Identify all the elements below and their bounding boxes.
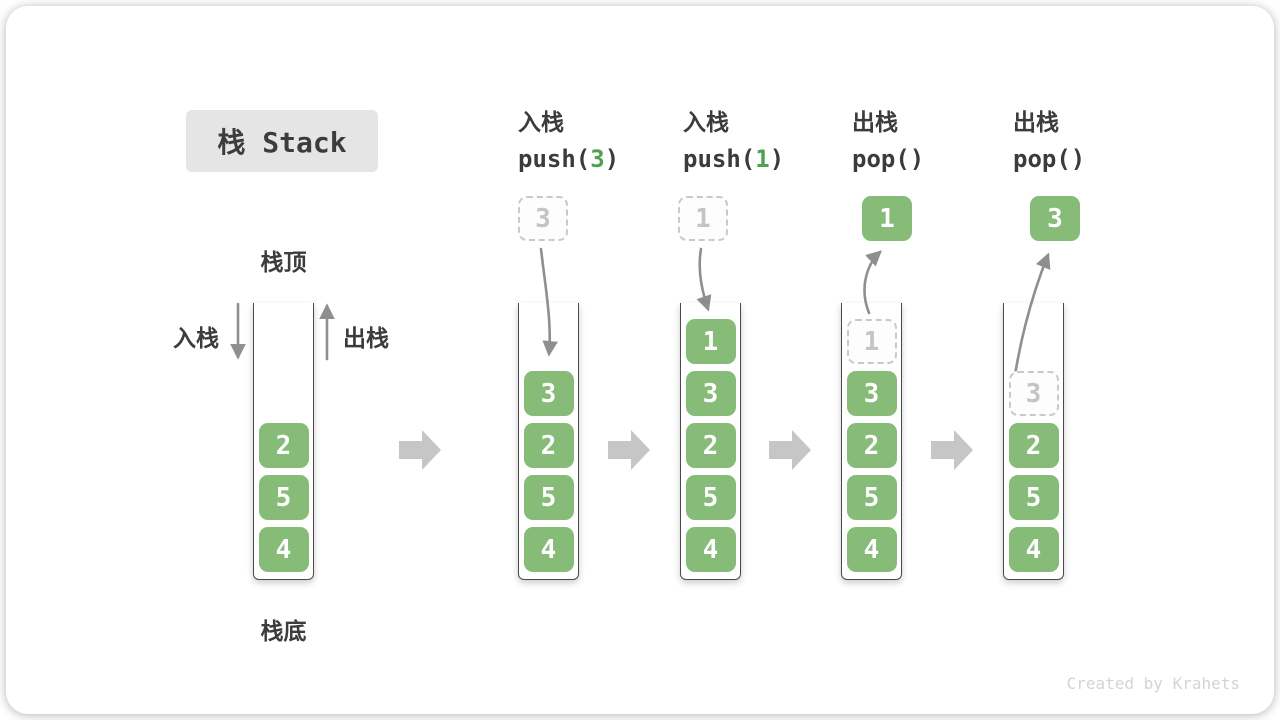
code-pre: pop( [1013, 145, 1071, 173]
code-post: ) [769, 145, 785, 173]
pushed-value-ghost-box: 1 [678, 196, 728, 241]
pushed-value-ghost-box: 3 [518, 196, 568, 241]
op-label: 入栈 [683, 110, 729, 136]
op-code: pop() [1013, 140, 1085, 178]
float-box-wrap: 3 [518, 196, 568, 241]
stack-item: 4 [523, 527, 574, 572]
float-box-wrap: 1 [678, 196, 728, 241]
stack-item: 5 [685, 475, 736, 520]
stack-bottom-label: 栈底 [260, 619, 307, 645]
stack-item: 3 [523, 371, 574, 416]
title-chip: 栈 Stack [186, 110, 378, 172]
op-label: 出栈 [852, 110, 898, 136]
stack-item-ghost: 3 [1008, 371, 1059, 416]
code-pre: push( [683, 145, 756, 173]
op-code: push(1) [683, 140, 784, 178]
code-pre: push( [518, 145, 591, 173]
step-label-push-1: 入栈 push(1) [683, 106, 784, 178]
code-pre: pop( [852, 145, 910, 173]
stack-item: 1 [685, 319, 736, 364]
stack-item: 4 [685, 527, 736, 572]
pop-side-label: 出栈 [343, 326, 389, 352]
float-box-wrap: 1 [862, 196, 912, 241]
stack-item: 4 [1008, 527, 1059, 572]
step-label-pop-3: 出栈 pop() [1013, 106, 1085, 178]
popped-value-box: 1 [862, 196, 912, 241]
code-post: ) [604, 145, 620, 173]
stack-item: 5 [523, 475, 574, 520]
stack-item: 4 [258, 527, 309, 572]
stack-item: 3 [685, 371, 736, 416]
code-arg: 3 [590, 145, 605, 173]
stack-item: 2 [523, 423, 574, 468]
op-code: push(3) [518, 140, 619, 178]
code-post: ) [1070, 145, 1086, 173]
code-post: ) [909, 145, 925, 173]
float-box-wrap: 3 [1030, 196, 1080, 241]
step-label-push-3: 入栈 push(3) [518, 106, 619, 178]
stack-item: 2 [685, 423, 736, 468]
stack-container-after-pop-3: 3 2 5 4 [1003, 303, 1064, 580]
op-code: pop() [852, 140, 924, 178]
stack-item-ghost: 1 [846, 319, 897, 364]
push-side-label: 入栈 [173, 326, 219, 352]
watermark: Created by Krahets [1066, 674, 1240, 693]
stack-item: 3 [846, 371, 897, 416]
stack-container-initial: 2 5 4 [253, 303, 314, 580]
stack-container-after-push-1: 1 3 2 5 4 [680, 303, 741, 580]
stack-item: 5 [1008, 475, 1059, 520]
stack-container-after-pop-1: 1 3 2 5 4 [841, 303, 902, 580]
stack-item: 5 [258, 475, 309, 520]
stack-item: 5 [846, 475, 897, 520]
page-title: 栈 Stack [217, 126, 347, 159]
op-label: 出栈 [1013, 110, 1059, 136]
code-arg: 1 [755, 145, 770, 173]
stack-top-label: 栈顶 [260, 250, 307, 276]
step-label-pop-1: 出栈 pop() [852, 106, 924, 178]
popped-value-box: 3 [1030, 196, 1080, 241]
stack-item: 2 [846, 423, 897, 468]
stack-item: 4 [846, 527, 897, 572]
stack-container-after-push-3: 3 2 5 4 [518, 303, 579, 580]
stack-item: 2 [1008, 423, 1059, 468]
op-label: 入栈 [518, 110, 564, 136]
stack-item: 2 [258, 423, 309, 468]
